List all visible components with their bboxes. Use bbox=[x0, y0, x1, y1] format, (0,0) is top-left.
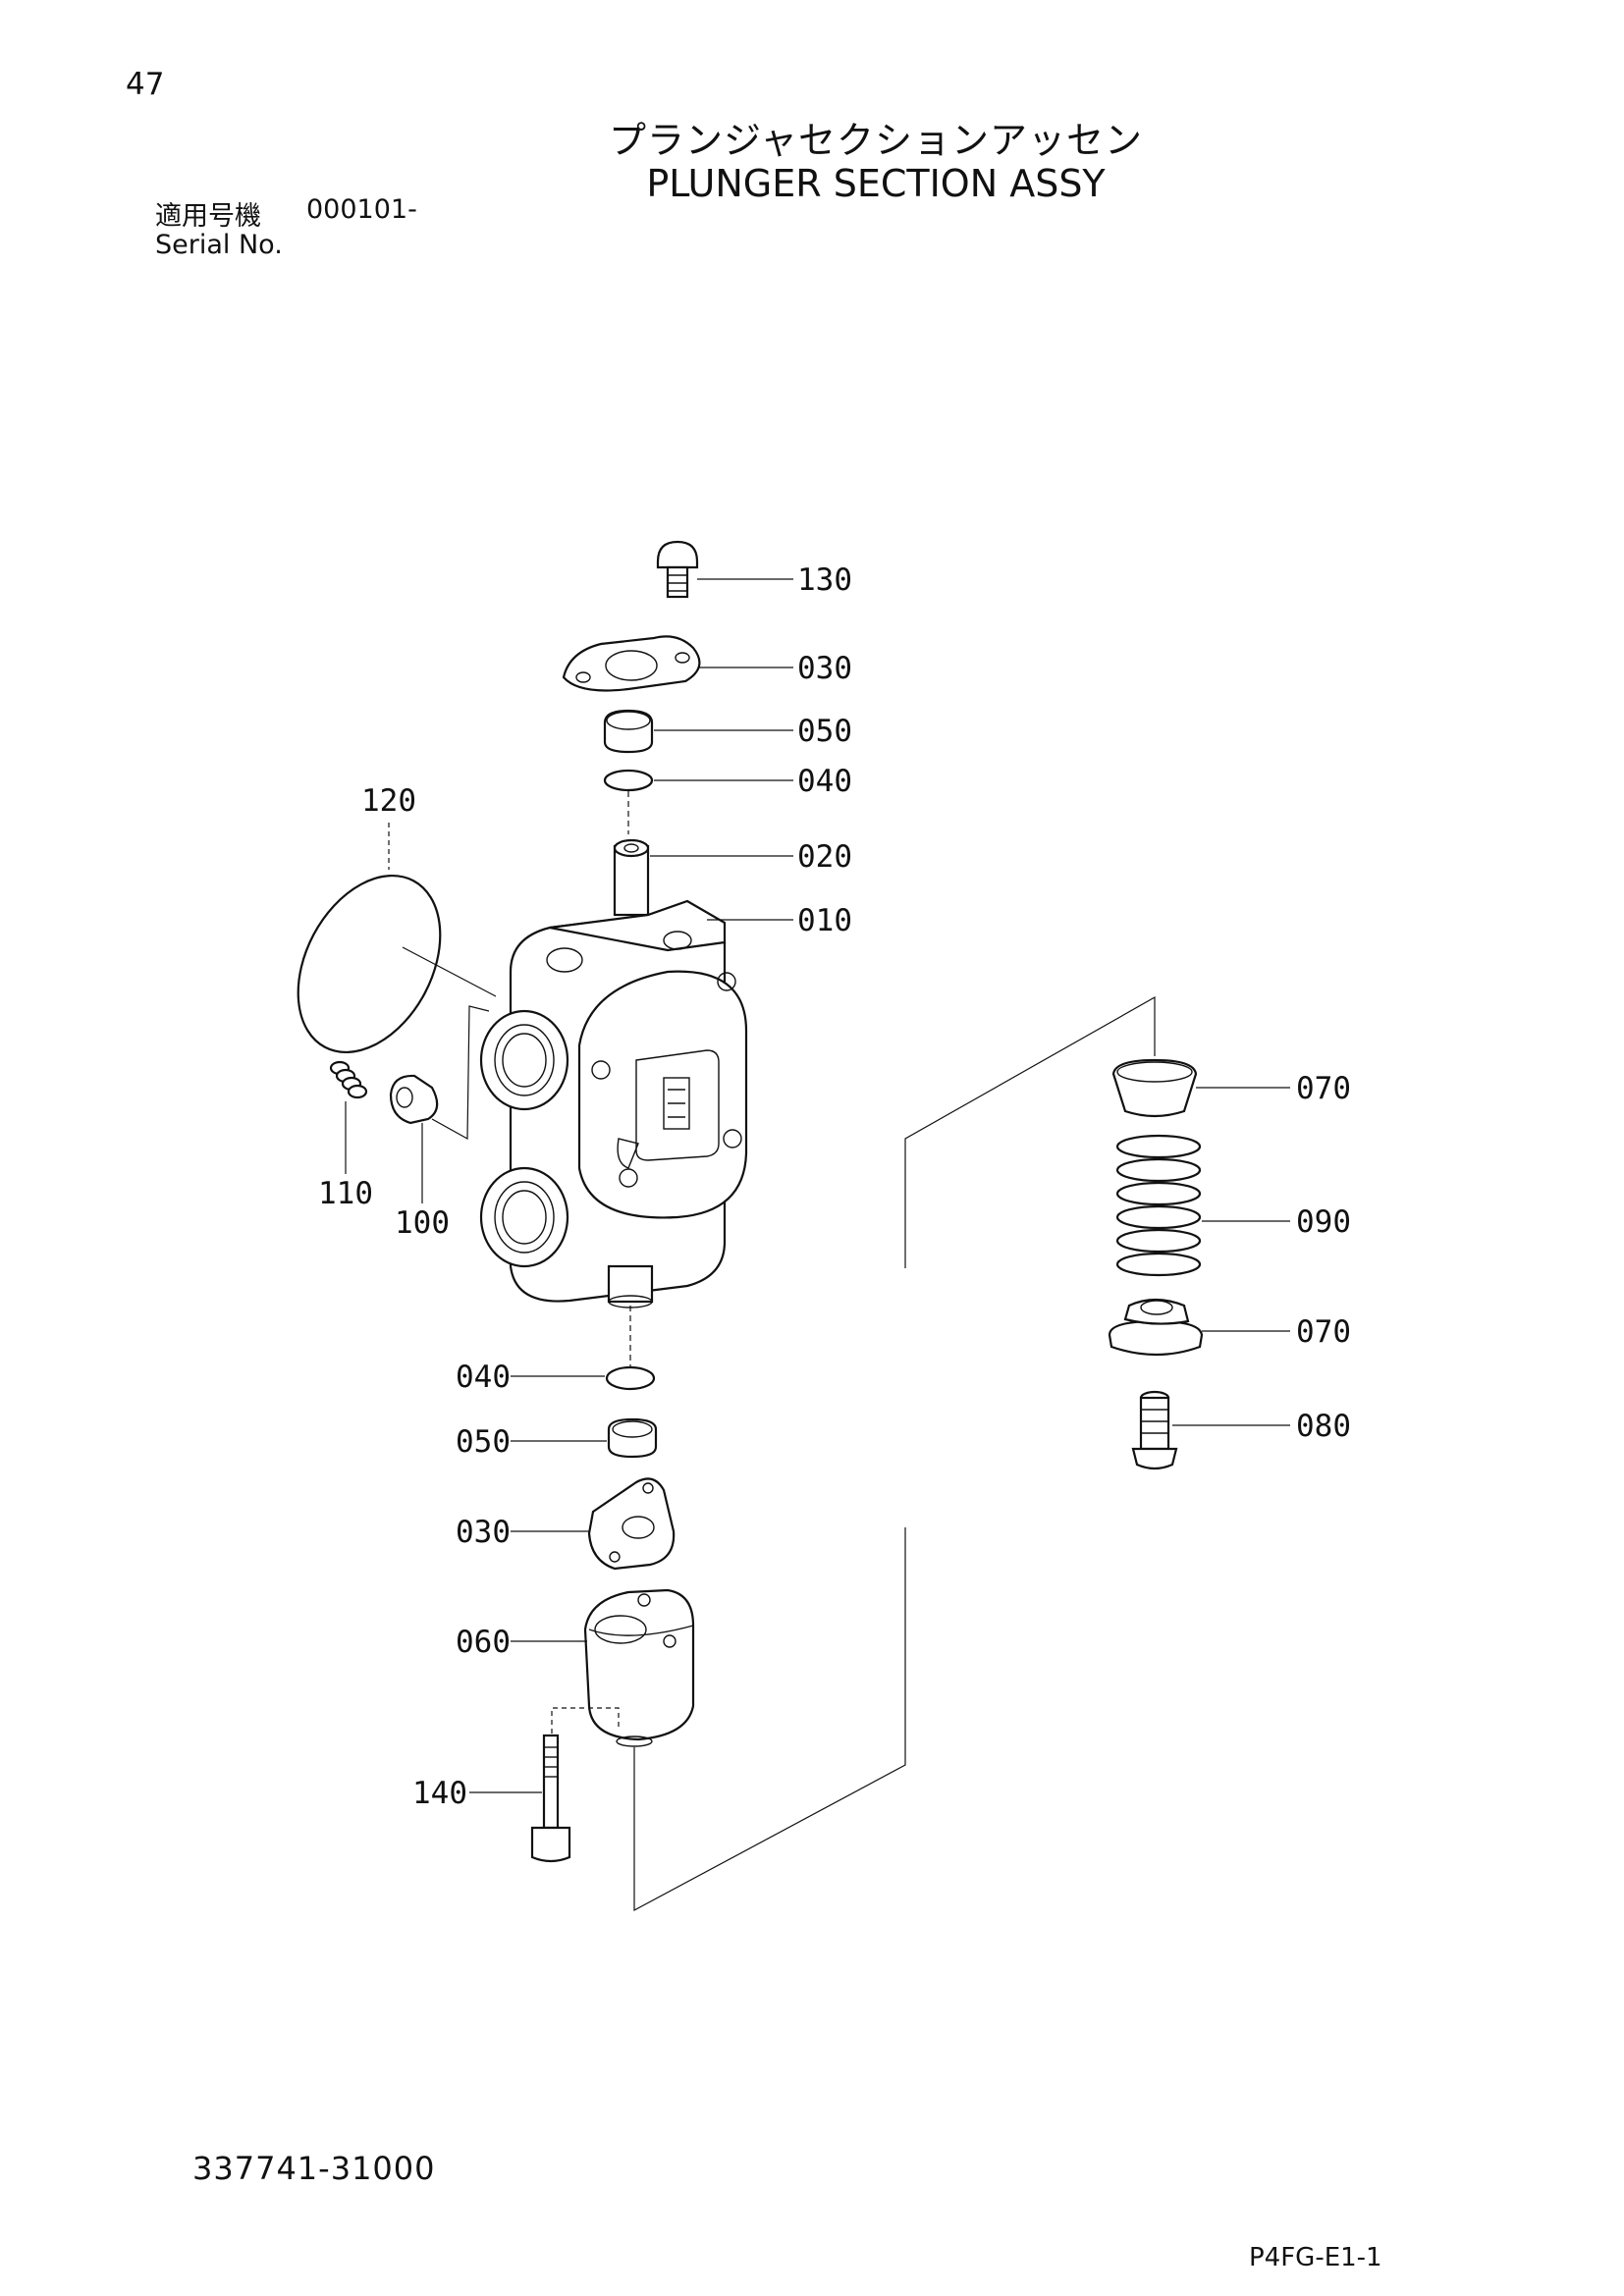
part-050-bushing-top bbox=[603, 709, 654, 754]
part-040-oring-top bbox=[603, 769, 654, 792]
callout-090: 090 bbox=[1296, 1204, 1351, 1240]
part-080-bolt bbox=[1131, 1390, 1178, 1470]
part-130-screw bbox=[656, 540, 699, 599]
callout-120: 120 bbox=[361, 783, 416, 819]
part-070-seat-top bbox=[1111, 1058, 1198, 1118]
leader-120-to-port bbox=[402, 946, 497, 997]
callout-050-top: 050 bbox=[797, 714, 852, 749]
callout-040-bottom: 040 bbox=[456, 1360, 511, 1395]
callout-080: 080 bbox=[1296, 1409, 1351, 1444]
title-japanese: プランジャセクションアッセン bbox=[608, 119, 1144, 162]
part-120-oring-large bbox=[297, 874, 442, 1054]
assembly-part-number: 337741-31000 bbox=[192, 2150, 436, 2187]
part-110-spring bbox=[329, 1060, 368, 1099]
assembly-line-lower bbox=[633, 1527, 906, 1912]
serial-label-japanese: 適用号機 bbox=[155, 201, 261, 232]
page-code: P4FG-E1-1 bbox=[1249, 2243, 1382, 2272]
part-090-spring bbox=[1115, 1134, 1202, 1277]
callout-100: 100 bbox=[395, 1205, 450, 1241]
page-number: 47 bbox=[126, 67, 165, 102]
callout-060: 060 bbox=[456, 1625, 511, 1660]
callout-130: 130 bbox=[797, 562, 852, 598]
serial-value: 000101- bbox=[306, 194, 417, 225]
part-010-housing bbox=[479, 899, 748, 1308]
callout-070-top: 070 bbox=[1296, 1071, 1351, 1106]
part-040-oring-bottom bbox=[605, 1365, 656, 1391]
callout-030-bottom: 030 bbox=[456, 1515, 511, 1550]
part-100-plug bbox=[389, 1074, 439, 1125]
assembly-line-upper bbox=[904, 995, 1156, 1268]
bolt-center-line bbox=[551, 1707, 620, 1734]
callout-010: 010 bbox=[797, 903, 852, 938]
callout-040-top: 040 bbox=[797, 764, 852, 799]
part-030-flange-bottom bbox=[587, 1477, 676, 1571]
title-english: PLUNGER SECTION ASSY bbox=[646, 162, 1106, 205]
callout-020: 020 bbox=[797, 839, 852, 875]
callout-070-bottom: 070 bbox=[1296, 1314, 1351, 1350]
leader-100-bracket bbox=[431, 1005, 490, 1141]
part-020-plunger bbox=[613, 838, 650, 917]
part-050-bushing-bottom bbox=[607, 1417, 658, 1459]
part-060-cap bbox=[583, 1588, 695, 1747]
part-030-flange-top bbox=[562, 635, 701, 692]
part-140-bolt bbox=[530, 1734, 571, 1863]
callout-050-bottom: 050 bbox=[456, 1424, 511, 1460]
callout-140: 140 bbox=[412, 1776, 467, 1811]
part-070-seat-bottom bbox=[1108, 1298, 1204, 1357]
callout-030-top: 030 bbox=[797, 651, 852, 686]
callout-110: 110 bbox=[318, 1176, 373, 1211]
serial-label-english: Serial No. bbox=[155, 230, 283, 260]
